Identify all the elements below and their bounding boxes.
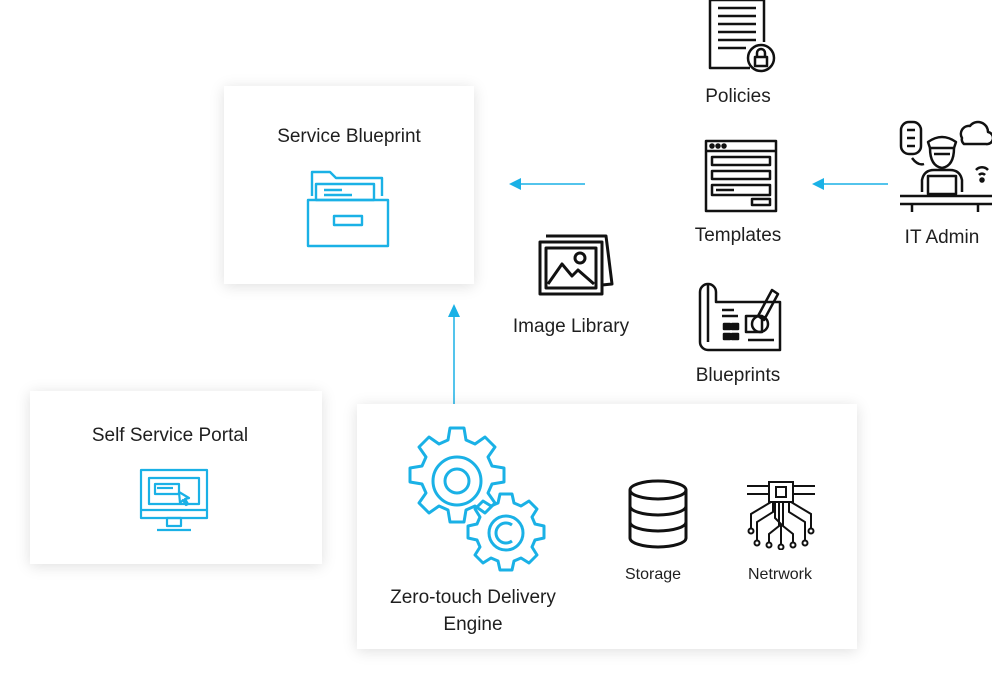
self-service-portal-label: Self Service Portal [91,425,249,446]
it-admin-label: IT Admin [904,227,980,248]
network-label: Netrwork [747,566,812,583]
arrow-admin-to-templates-head [812,178,824,190]
blueprints-label: Blueprints [695,365,781,386]
self-service-portal-card[interactable]: Self Service Portal [30,391,322,564]
admin-person-icon [898,118,992,214]
service-blueprint-label: Service Blueprint [277,126,421,147]
delivery-engine-label-line1: Zero-touch Delivery [390,587,556,608]
image-stack-icon [536,232,616,300]
policies-label: Policies [705,86,771,107]
delivery-engine-label-line2: Engine [443,614,503,635]
delivery-engine-card[interactable]: Zero-touch Delivery Engine Storage [357,404,857,649]
document-lock-icon [706,0,778,74]
storage-label: Storage [624,566,682,583]
arrow-engine-to-blueprint-head [448,304,460,317]
blueprint-icon [698,280,784,352]
small-gear [466,492,546,572]
arrow-library-to-blueprint-head [509,178,521,190]
image-library-label: Image Library [512,316,630,337]
form-template-icon [704,139,778,213]
circuit-chip-icon [745,478,817,550]
database-icon [627,478,689,550]
monitor-click-icon [139,468,209,534]
large-gear [408,426,506,524]
service-blueprint-card[interactable]: Service Blueprint [224,86,474,284]
folder-drawer-icon [306,166,392,250]
gears-icon [403,426,553,572]
templates-label: Templates [694,225,782,246]
